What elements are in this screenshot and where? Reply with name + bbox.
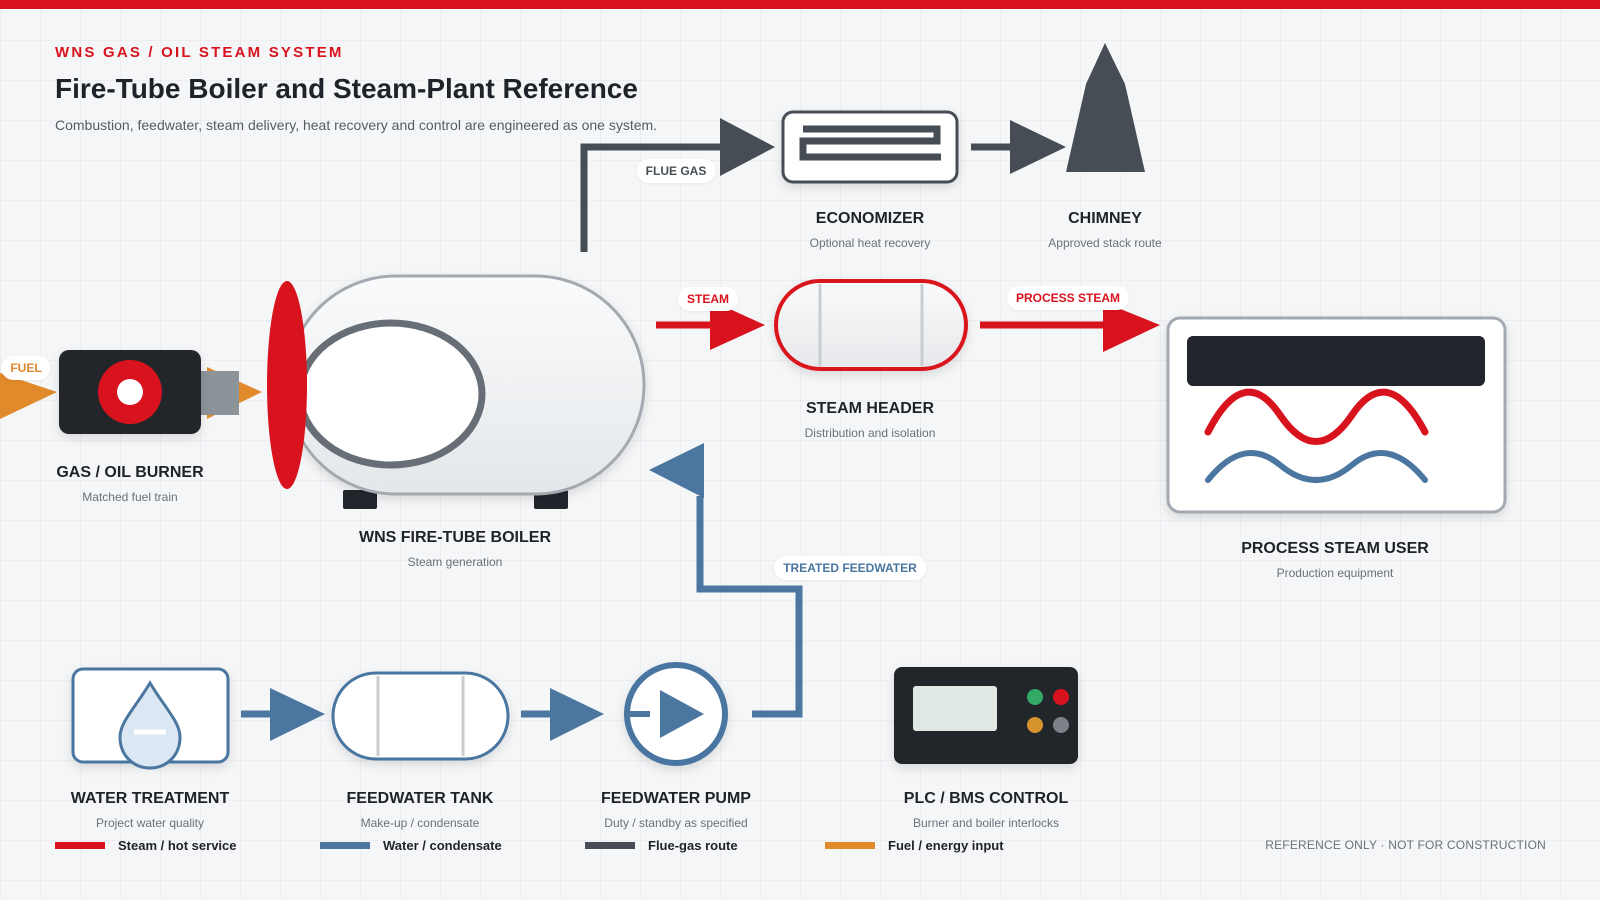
water-treatment-label: WATER TREATMENT Project water quality — [71, 790, 230, 830]
water-treatment-name: WATER TREATMENT — [70, 790, 230, 807]
chimney-name: CHIMNEY — [1068, 210, 1142, 227]
legend-item-steam: Steam / hot service — [55, 838, 320, 853]
eyebrow: WNS GAS / OIL STEAM SYSTEM — [55, 44, 344, 61]
tank-to-pump-line — [521, 688, 604, 741]
boiler-desc: Steam generation — [407, 555, 503, 569]
chimney-icon — [1066, 43, 1145, 172]
tank-icon — [331, 671, 510, 761]
process-user-label: PROCESS STEAM USER Production equipment — [1241, 540, 1429, 580]
legend-item-water: Water / condensate — [320, 838, 585, 853]
boiler-label: WNS FIRE-TUBE BOILER Steam generation — [359, 529, 551, 569]
burner-icon — [59, 350, 239, 434]
treated-feedwater-line — [649, 443, 803, 718]
economizer-icon — [781, 110, 959, 184]
burner-name: GAS / OIL BURNER — [56, 464, 204, 481]
fuel-arrow-left — [0, 373, 57, 419]
steam-header-name: STEAM HEADER — [805, 400, 934, 417]
legend-label: Fuel / energy input — [888, 838, 1004, 853]
water-drop-icon — [71, 667, 230, 770]
pump-icon — [624, 662, 728, 766]
process-steam-line — [980, 302, 1160, 352]
economizer-name: ECONOMIZER — [815, 210, 925, 227]
legend-item-flue: Flue-gas route — [585, 838, 825, 853]
legend-swatch — [55, 842, 105, 849]
process-equipment-icon — [1166, 316, 1507, 514]
legend-label: Steam / hot service — [118, 838, 237, 853]
flue-to-chimney-line — [971, 120, 1066, 174]
feedwater-tank-name: FEEDWATER TANK — [346, 790, 494, 807]
legend-label: Flue-gas route — [648, 838, 738, 853]
status-light-amber — [1027, 717, 1043, 733]
legend-swatch — [320, 842, 370, 849]
boiler-icon — [267, 274, 646, 509]
process-user-desc: Production equipment — [1276, 566, 1394, 580]
footnote: REFERENCE ONLY · NOT FOR CONSTRUCTION — [1265, 838, 1546, 852]
water-treatment-desc: Project water quality — [95, 816, 205, 830]
status-light-grey — [1053, 717, 1069, 733]
chimney-label: CHIMNEY Approved stack route — [1048, 210, 1161, 250]
legend-swatch — [585, 842, 635, 849]
economizer-label: ECONOMIZER Optional heat recovery — [810, 210, 931, 250]
plc-label: PLC / BMS CONTROL Burner and boiler inte… — [904, 790, 1068, 830]
legend-label: Water / condensate — [383, 838, 502, 853]
legend-swatch — [825, 842, 875, 849]
legend-item-fuel: Fuel / energy input — [825, 838, 1004, 853]
steam-header-label: STEAM HEADER Distribution and isolation — [805, 400, 936, 440]
process-steam-label: PROCESS STEAM — [1006, 286, 1130, 310]
page-header: WNS GAS / OIL STEAM SYSTEM Fire-Tube Boi… — [55, 44, 657, 133]
steam-header-desc: Distribution and isolation — [804, 426, 936, 440]
water-to-tank-line — [241, 688, 325, 741]
boiler-name: WNS FIRE-TUBE BOILER — [359, 529, 551, 546]
control-panel-icon — [894, 667, 1078, 764]
page-title: Fire-Tube Boiler and Steam-Plant Referen… — [55, 73, 638, 104]
legend: Steam / hot service Water / condensate F… — [55, 838, 1004, 853]
status-light-green — [1027, 689, 1043, 705]
feedwater-pump-desc: Duty / standby as specified — [604, 816, 748, 830]
chimney-desc: Approved stack route — [1048, 236, 1162, 250]
steam-label: STEAM — [678, 287, 738, 311]
fuel-label: FUEL — [1, 356, 51, 380]
plc-desc: Burner and boiler interlocks — [912, 816, 1060, 830]
feedwater-tank-desc: Make-up / condensate — [360, 816, 480, 830]
flue-gas-line — [580, 118, 775, 252]
feedwater-pump-label: FEEDWATER PUMP Duty / standby as specifi… — [601, 790, 751, 830]
flue-arrow-head — [720, 118, 775, 176]
status-light-red — [1053, 689, 1069, 705]
steam-line — [656, 300, 765, 350]
process-user-name: PROCESS STEAM USER — [1241, 540, 1429, 557]
burner-desc: Matched fuel train — [82, 490, 178, 504]
feedwater-tank-label: FEEDWATER TANK Make-up / condensate — [347, 790, 494, 830]
top-accent-bar — [0, 0, 1600, 9]
plc-name: PLC / BMS CONTROL — [903, 790, 1069, 807]
flue-gas-label: FLUE GAS — [636, 159, 716, 183]
feedwater-pump-name: FEEDWATER PUMP — [601, 790, 751, 807]
header-drum-icon — [774, 279, 968, 371]
page-subtitle: Combustion, feedwater, steam delivery, h… — [55, 117, 658, 133]
economizer-desc: Optional heat recovery — [809, 236, 931, 250]
treated-feedwater-label: TREATED FEEDWATER — [774, 556, 926, 580]
burner-label: GAS / OIL BURNER Matched fuel train — [56, 464, 203, 504]
